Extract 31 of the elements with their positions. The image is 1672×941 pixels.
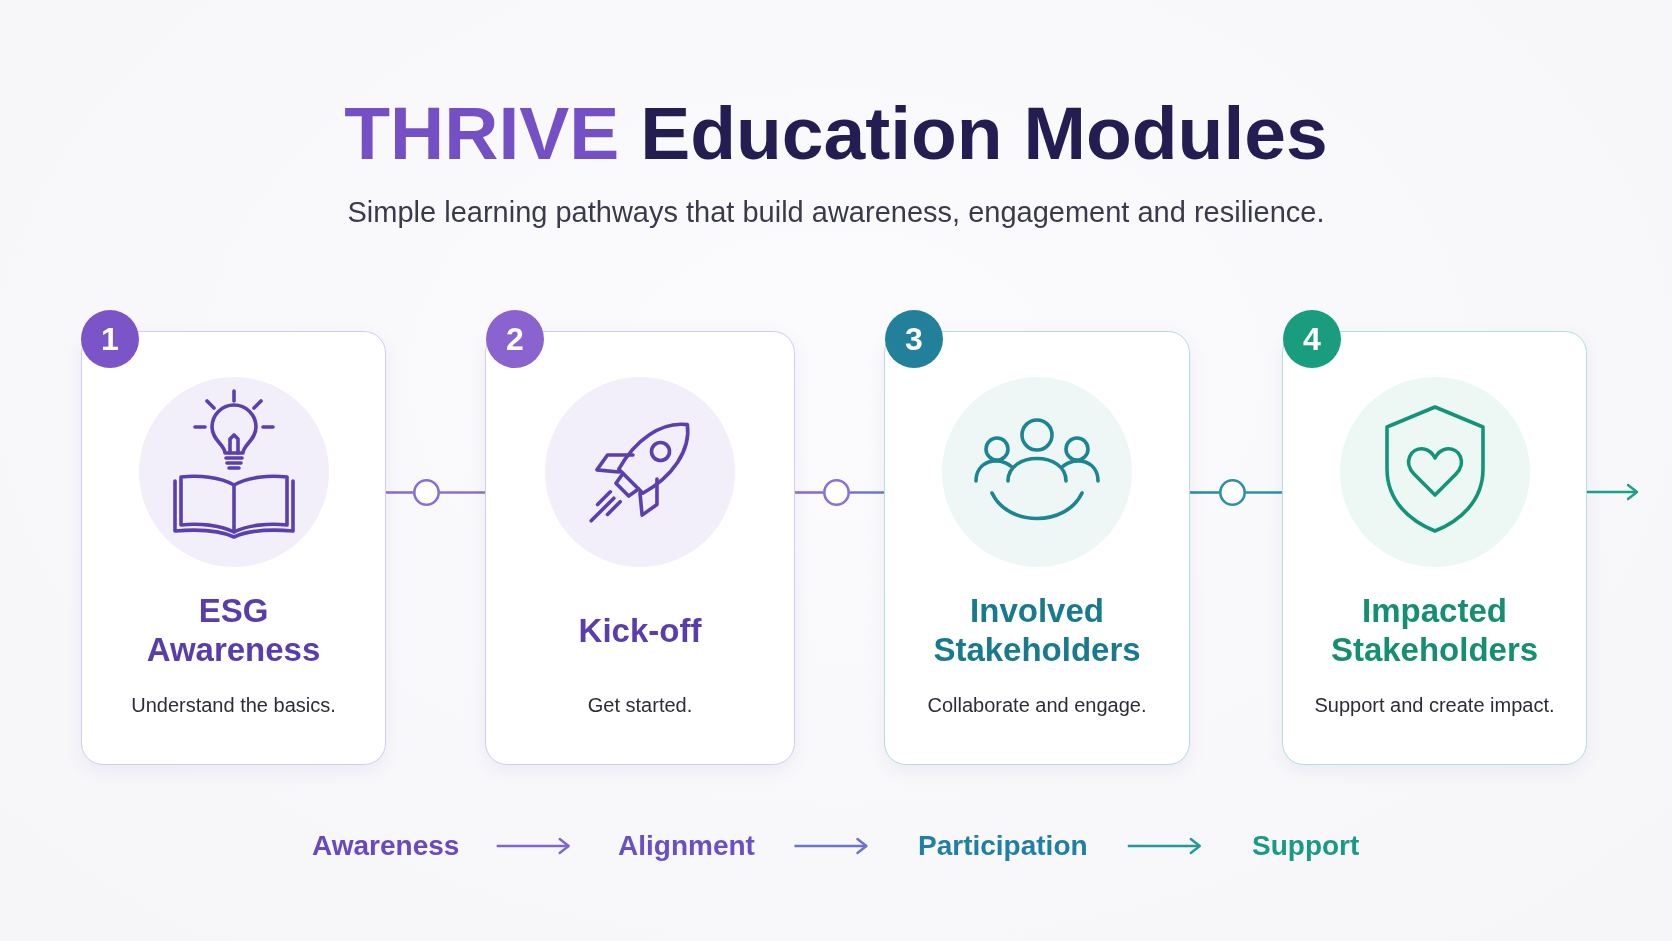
module-title: Kick-off xyxy=(577,610,703,649)
module-title: ESG Awareness xyxy=(145,590,322,669)
module-description: Understand the basics. xyxy=(131,693,336,718)
stage-label: Awareness xyxy=(312,829,460,863)
connector-line xyxy=(795,491,823,494)
stage-label: Participation xyxy=(918,829,1088,863)
connector-line xyxy=(440,491,485,494)
junction-circle xyxy=(823,479,850,506)
step-number-badge: 1 xyxy=(81,310,139,368)
connector-line xyxy=(1190,491,1219,494)
arrow xyxy=(1587,483,1639,501)
title: THRIVE Education Modules xyxy=(344,90,1328,177)
stage-label: Alignment xyxy=(618,829,755,863)
stage-label: Support xyxy=(1252,829,1360,863)
module-description: Collaborate and engage. xyxy=(927,693,1147,718)
junction-circle xyxy=(1219,479,1246,506)
step-number-badge: 3 xyxy=(885,310,943,368)
subtitle: Simple learning pathways that build awareness, engagement and resilience. xyxy=(347,195,1325,230)
module-description: Support and create impact. xyxy=(1314,693,1555,718)
step-number-badge: 2 xyxy=(486,310,544,368)
module-description: Get started. xyxy=(587,693,693,718)
step-number-badge: 4 xyxy=(1283,310,1341,368)
arrow xyxy=(496,837,570,855)
module-title: Impacted Stakeholders xyxy=(1329,590,1540,669)
arrow xyxy=(794,837,868,855)
module-title: Involved Stakeholders xyxy=(932,590,1142,669)
connector-line xyxy=(386,491,413,494)
arrow xyxy=(1127,837,1201,855)
connector-line xyxy=(1246,491,1282,494)
junction-circle xyxy=(413,479,440,506)
connector-line xyxy=(850,491,884,494)
